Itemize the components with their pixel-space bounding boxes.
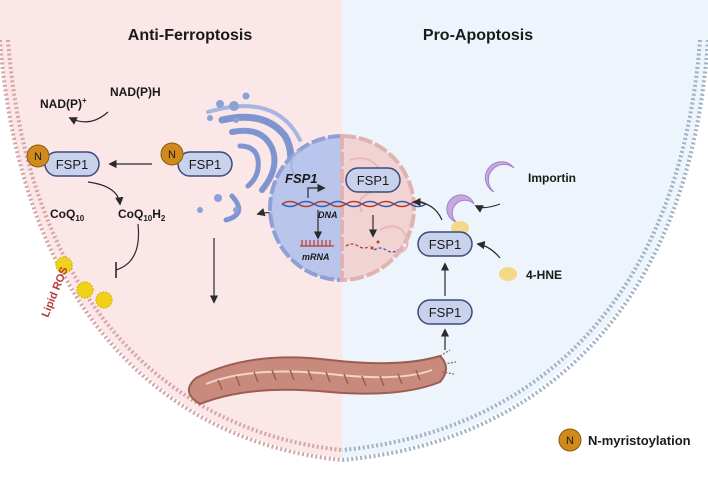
hne-label: 4-HNE (526, 268, 562, 282)
importin-bound-icon (446, 194, 475, 223)
legend: N N-myristoylation (558, 428, 691, 452)
legend-text: N-myristoylation (588, 433, 691, 448)
myristoyl-n-icon (26, 144, 50, 168)
nadph-arrow (68, 111, 109, 125)
arrow-importin (474, 203, 501, 213)
arrow-complex-to-nucleus (412, 197, 443, 221)
fsp1-gene-label: FSP1 (285, 171, 318, 186)
svg-text:N: N (34, 151, 42, 163)
nadph-label: NAD(P)H (110, 85, 161, 99)
fsp1-myristoylated-left: FSP1 N (26, 144, 100, 177)
fsp1-label: FSP1 (189, 157, 222, 172)
fsp1-label: FSP1 (56, 157, 89, 172)
dna-helix (281, 200, 427, 208)
myristoyl-n-icon (160, 142, 184, 166)
hne-icon (499, 267, 517, 281)
arrow-hne (476, 240, 501, 259)
svg-text:N: N (566, 435, 574, 447)
mrna-label: mRNA (302, 252, 330, 262)
mitochondrion (188, 349, 457, 406)
fsp1-mito-released: FSP1 (417, 299, 473, 325)
nucleus (268, 133, 416, 283)
transcription-start-arrow (307, 183, 326, 198)
svg-text:N: N (168, 149, 176, 161)
fsp1-in-nucleus: FSP1 (345, 167, 401, 193)
coq10-label: CoQ10 (50, 207, 85, 223)
importin-label: Importin (528, 171, 576, 185)
damaged-dna (345, 240, 399, 253)
fsp1-complex: FSP1 (417, 231, 473, 257)
right-panel-title: Pro-Apoptosis (423, 27, 533, 44)
legend-n-icon (558, 428, 582, 452)
inhibition-line (115, 223, 140, 271)
left-panel-title: Anti-Ferroptosis (128, 27, 253, 44)
lipid-ros-cluster (55, 256, 113, 309)
coq-cycle-arrow (87, 181, 124, 206)
importin-icon (484, 161, 515, 193)
er-vesicles (197, 92, 250, 213)
fsp1-label: FSP1 (357, 173, 390, 188)
fsp1-on-er: FSP1 N (160, 142, 233, 177)
cell-membrane (0, 39, 708, 462)
mrna-strand (300, 240, 334, 247)
fsp1-label: FSP1 (429, 305, 462, 320)
dna-label: DNA (318, 210, 338, 220)
fsp1-label: FSP1 (429, 237, 462, 252)
nadp-plus-label: NAD(P)+ (40, 96, 87, 111)
coq10h2-label: CoQ10H2 (118, 207, 166, 223)
